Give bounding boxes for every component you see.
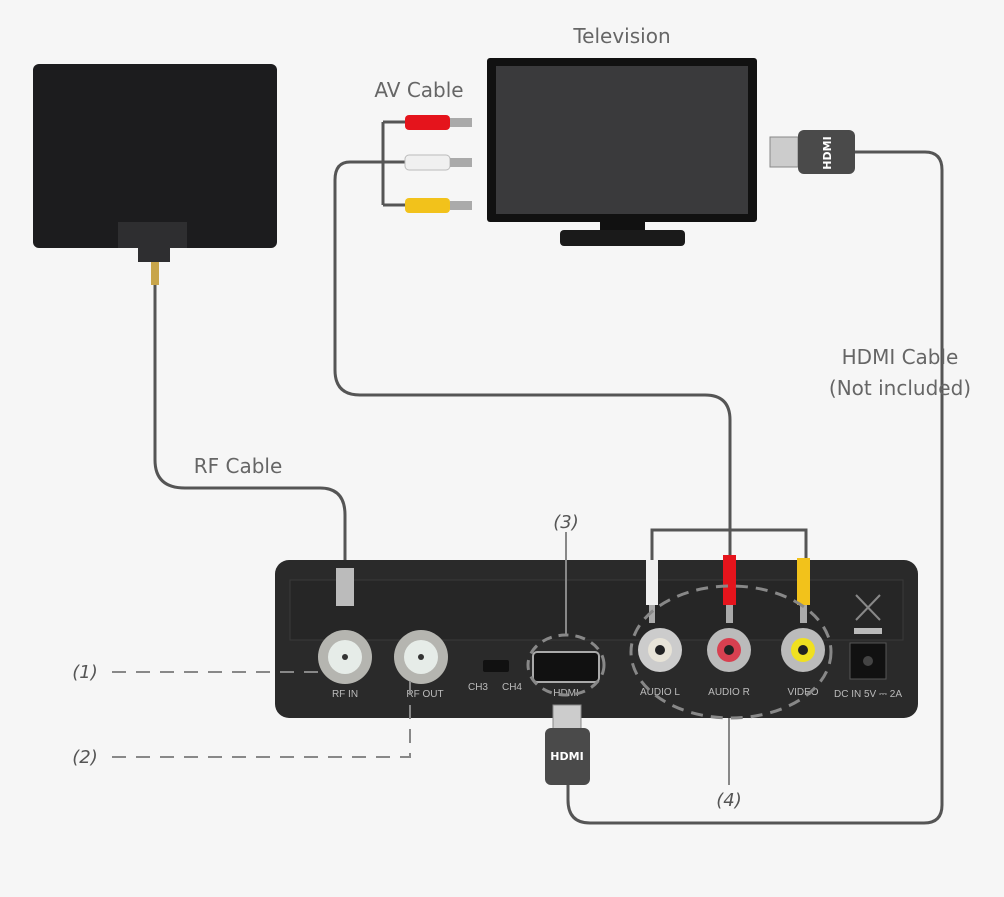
receiver-box (275, 560, 918, 718)
audio-r-label: AUDIO R (708, 687, 750, 698)
rf-in-label: RF IN (332, 689, 358, 700)
hdmi-plug-top: HDMI (769, 130, 855, 174)
audio-l-label: AUDIO L (640, 687, 680, 698)
dc-in-label: DC IN 5V ⎓ 2A (834, 689, 902, 700)
rf-cable-label: RF Cable (194, 454, 283, 478)
video-label: VIDEO (787, 687, 818, 698)
ch3-label: CH3 (468, 682, 488, 693)
hdmi-cable (566, 150, 944, 825)
television-label: Television (572, 24, 670, 48)
callout-4: (4) (716, 790, 742, 811)
rf-cable (153, 285, 347, 570)
av-bracket-top (381, 120, 405, 207)
av-cable (333, 160, 732, 555)
ch4-label: CH4 (502, 682, 522, 693)
rf-out-label: RF OUT (406, 689, 443, 700)
hdmi-plug-text: HDMI (821, 136, 834, 169)
callout-2-line (112, 680, 411, 758)
av-highlight (629, 584, 833, 720)
hdmi-plug-text: HDMI (550, 750, 583, 763)
callout-3: (3) (553, 512, 579, 533)
rca-plugs-bottom (646, 555, 810, 623)
callout-1: (1) (72, 662, 98, 683)
antenna (33, 64, 277, 285)
hdmi-cable-note: (Not included) (829, 376, 971, 400)
hdmi-cable-label: HDMI Cable (842, 345, 959, 369)
hdmi-plug-bottom: HDMI (545, 704, 590, 785)
television (487, 58, 757, 246)
rca-plugs (404, 115, 472, 213)
callout-2: (2) (72, 747, 98, 768)
av-cable-label: AV Cable (374, 78, 463, 102)
